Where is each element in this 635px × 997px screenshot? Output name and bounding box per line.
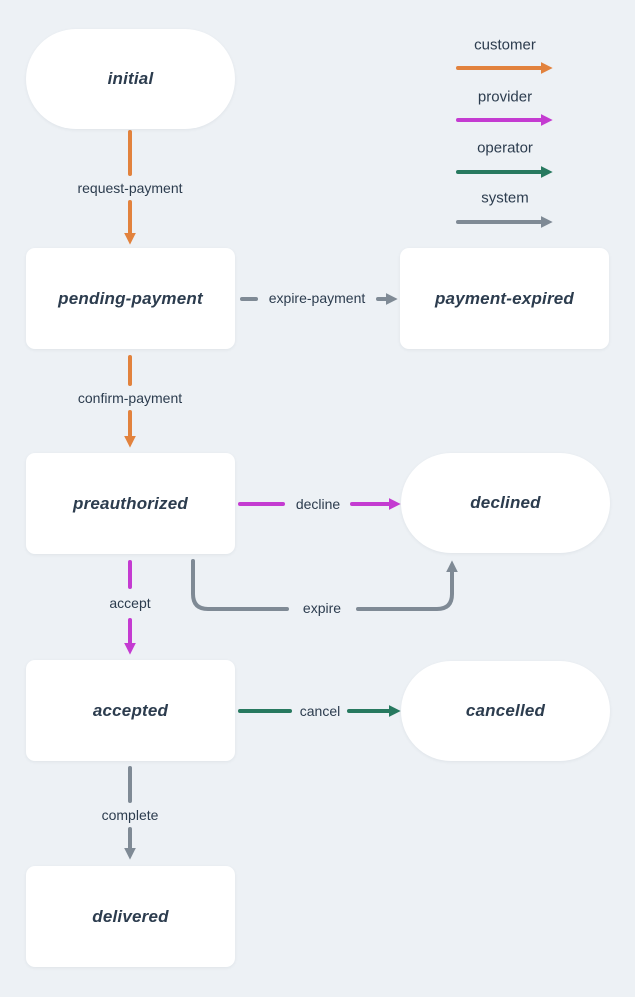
legend-label-provider: provider bbox=[477, 88, 533, 106]
edge-label-cancel: cancel bbox=[299, 703, 341, 719]
edge-label-expire: expire bbox=[302, 600, 342, 616]
edge-label-expire-payment: expire-payment bbox=[268, 290, 366, 306]
edge-expire-line bbox=[191, 559, 289, 611]
edge-label-request-payment: request-payment bbox=[77, 180, 183, 196]
node-pending-payment: pending-payment bbox=[26, 248, 235, 349]
node-preauthorized: preauthorized bbox=[26, 453, 235, 554]
legend-label-operator: operator bbox=[477, 139, 533, 157]
node-cancelled: cancelled bbox=[401, 661, 610, 761]
edge-label-decline: decline bbox=[295, 496, 341, 512]
edge-label-complete: complete bbox=[101, 807, 159, 823]
edge-label-confirm-payment: confirm-payment bbox=[77, 390, 183, 406]
node-delivered: delivered bbox=[26, 866, 235, 967]
legend-label-system: system bbox=[481, 189, 529, 207]
edge-expire-arrow bbox=[356, 560, 458, 611]
legend-label-customer: customer bbox=[474, 36, 536, 54]
node-accepted: accepted bbox=[26, 660, 235, 761]
edge-label-accept: accept bbox=[109, 595, 151, 611]
node-initial: initial bbox=[26, 29, 235, 129]
node-payment-expired: payment-expired bbox=[400, 248, 609, 349]
node-declined: declined bbox=[401, 453, 610, 553]
